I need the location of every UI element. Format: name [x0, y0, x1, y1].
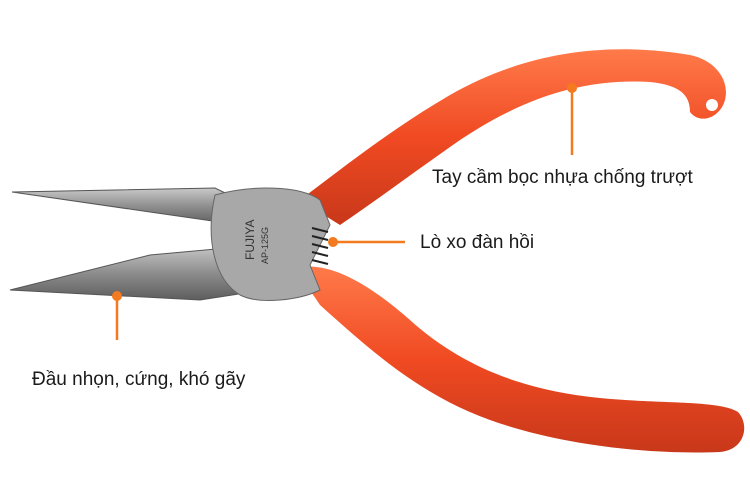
pivot-joint [210, 187, 331, 301]
callout-spring-label: Lò xo đàn hồi [420, 232, 535, 253]
callout-dots [112, 83, 577, 301]
brand-engraving: FUJIYA [243, 220, 257, 260]
spring [311, 227, 329, 265]
callout-tip-label: Đầu nhọn, cứng, khó gãy [32, 369, 246, 390]
callout-handle-label: Tay cầm bọc nhựa chống trượt [432, 167, 693, 188]
upper-handle [300, 49, 726, 225]
lower-handle [295, 266, 745, 453]
model-engraving: AP-125G [260, 227, 270, 264]
hang-hole [706, 99, 718, 111]
callout-lines [115, 88, 574, 340]
